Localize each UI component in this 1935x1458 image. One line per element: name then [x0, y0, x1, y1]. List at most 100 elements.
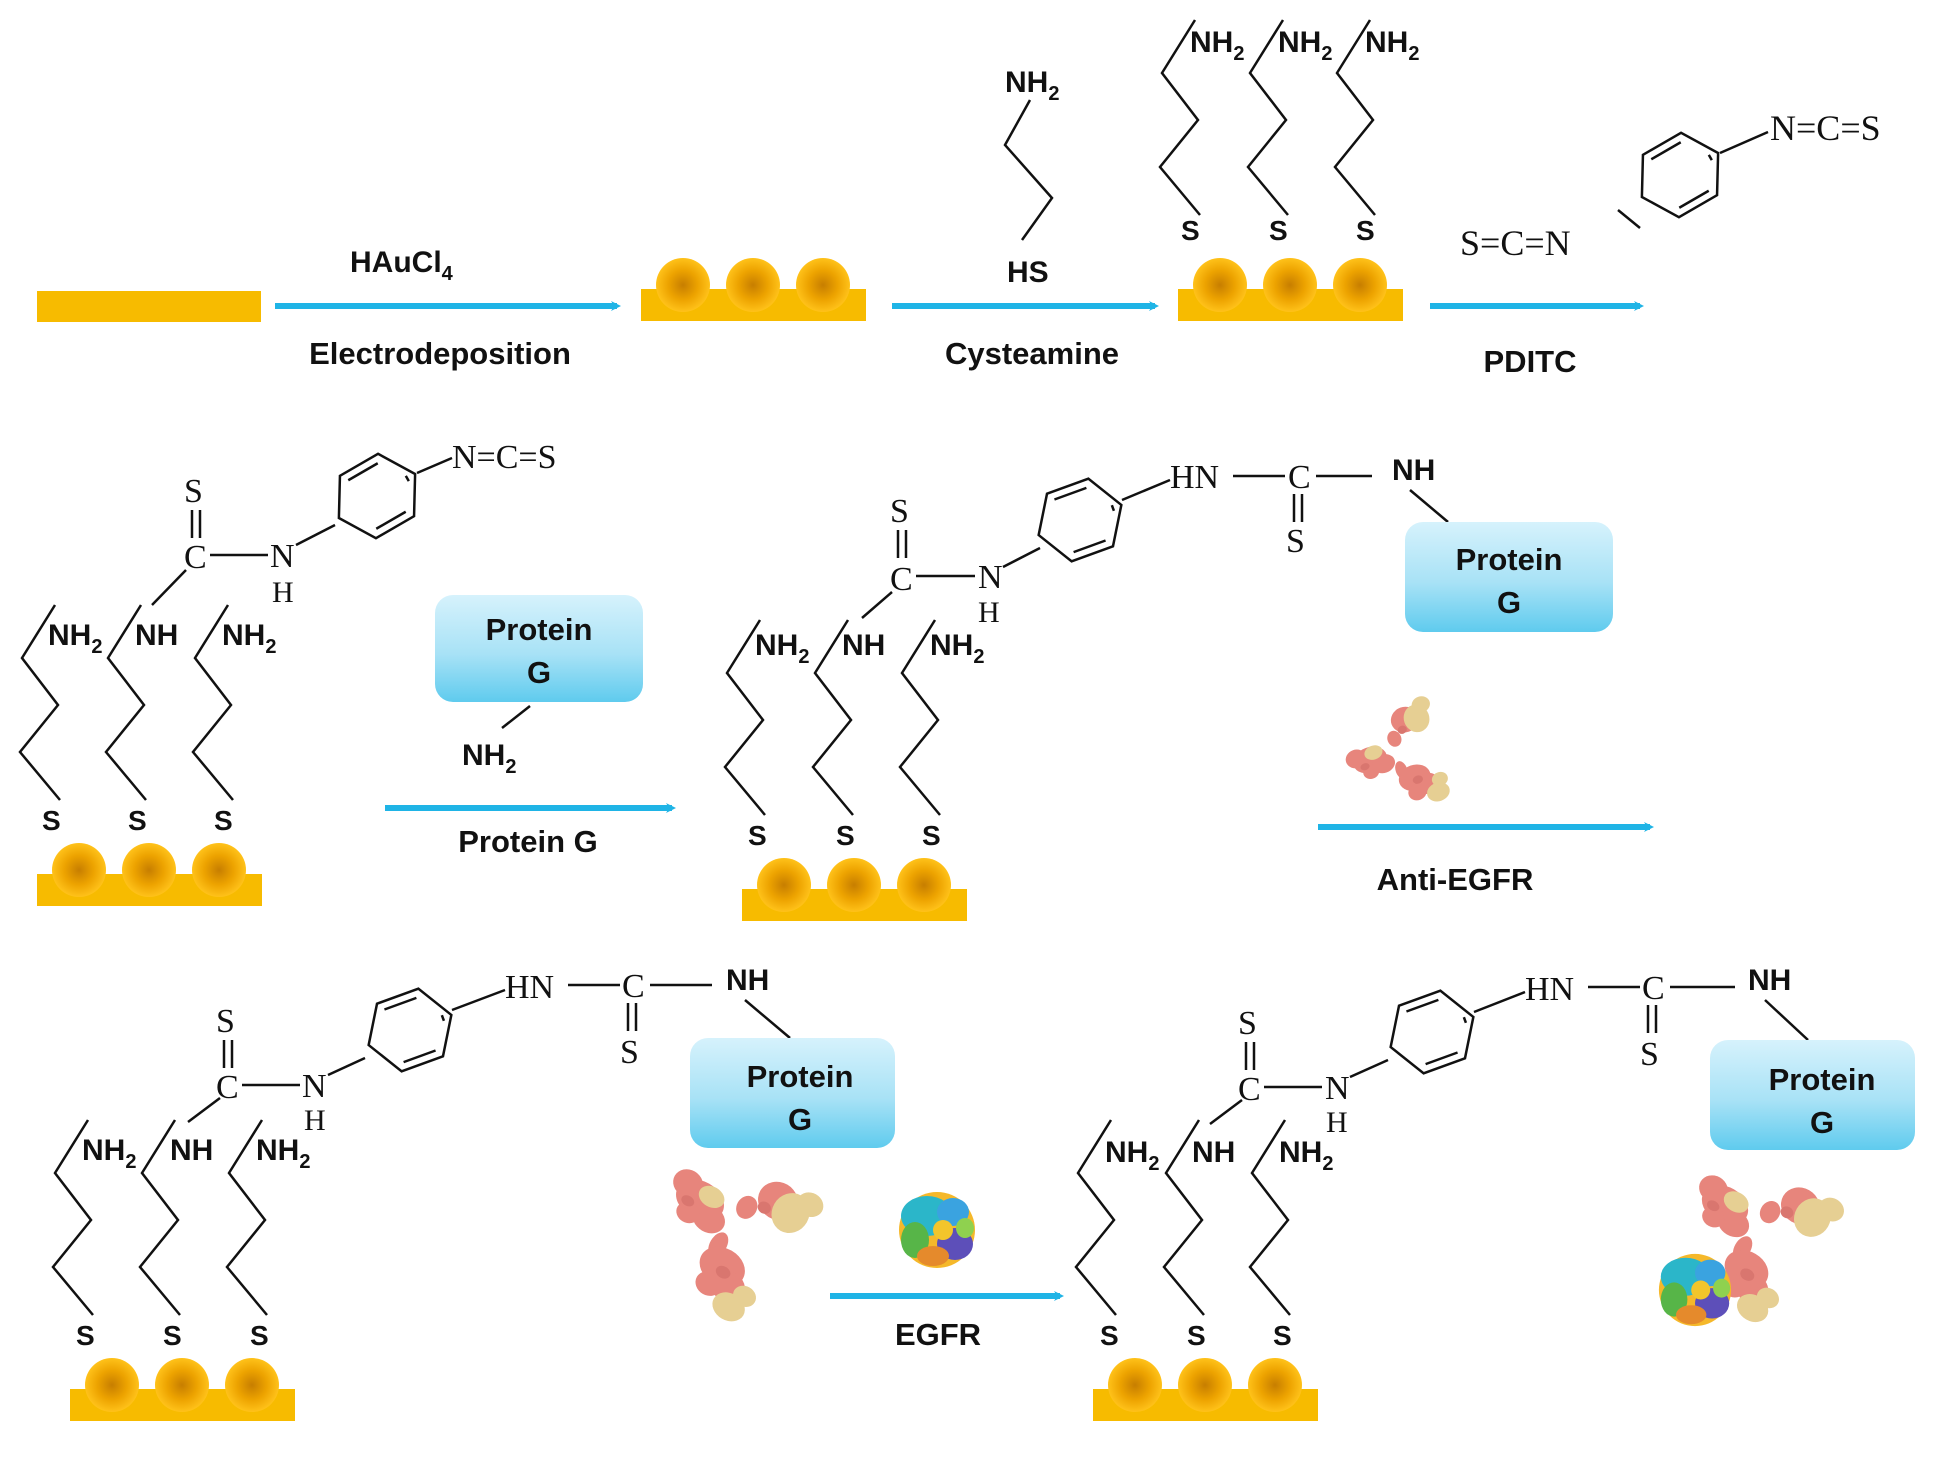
- atom-nh: NH: [1748, 964, 1791, 997]
- label-electrodeposition: Electrodeposition: [309, 336, 571, 371]
- atom-n: N: [1325, 1070, 1350, 1107]
- atom-c: C: [1288, 459, 1311, 496]
- label-anti-egfr: Anti-EGFR: [1377, 862, 1534, 897]
- atom-s: S: [1273, 1320, 1292, 1351]
- atom-nh2: NH2: [1190, 26, 1244, 65]
- atom-nh2: NH2: [930, 629, 984, 668]
- atom-nh: NH: [726, 964, 769, 997]
- protein-g-box-line1: Protein: [1456, 542, 1563, 577]
- label-cysteamine: Cysteamine: [945, 336, 1119, 371]
- antibody-electrode: S S S NH2 NH NH2 C S N H HN C S NH: [51, 964, 895, 1421]
- atom-nh2: NH2: [1279, 1136, 1333, 1175]
- protein-g-box-line2: G: [1497, 585, 1521, 620]
- bound-antibody: [624, 1128, 828, 1336]
- cysteamine-electrode: S S S NH2 NH2 NH2: [1158, 18, 1419, 321]
- atom-s: S: [1286, 523, 1305, 560]
- protein-g-electrode: S S S NH2 NH NH2 C S N H HN C S NH: [723, 454, 1613, 921]
- atom-s: S: [76, 1320, 95, 1351]
- atom-nh2: NH2: [1365, 26, 1419, 65]
- pditc-isothiocyanate-left: S=C=N: [1460, 223, 1571, 263]
- atom-s: S: [922, 820, 941, 851]
- pditc-molecule: S=C=N N=C=S: [1460, 108, 1881, 263]
- atom-s: S: [1181, 215, 1200, 246]
- atom-c: C: [1642, 970, 1665, 1007]
- atom-s: S: [836, 820, 855, 851]
- cysteamine-thiol: HS: [1007, 256, 1049, 289]
- atom-s: S: [1238, 1005, 1257, 1042]
- atom-nh: NH: [842, 629, 885, 662]
- protein-g-box: [1710, 1040, 1915, 1150]
- protein-g-box-line1: Protein: [747, 1059, 854, 1094]
- pditc-isothiocyanate-right: N=C=S: [1770, 108, 1881, 148]
- atom-c: C: [890, 561, 913, 598]
- protein-g-box-line2: G: [788, 1102, 812, 1137]
- atom-s: S: [214, 805, 233, 836]
- label-egfr: EGFR: [895, 1317, 981, 1352]
- atom-s: S: [42, 805, 61, 836]
- protein-g-box: [435, 595, 643, 702]
- atom-hn: HN: [505, 969, 554, 1006]
- atom-s: S: [163, 1320, 182, 1351]
- atom-s: S: [748, 820, 767, 851]
- atom-n: N: [978, 559, 1003, 596]
- atom-h: H: [1326, 1106, 1348, 1139]
- atom-nh2: NH2: [256, 1134, 310, 1173]
- atom-nh2: NH2: [755, 629, 809, 668]
- protein-g-reagent: Protein G NH2: [435, 595, 643, 778]
- protein-g-box: [690, 1038, 895, 1148]
- atom-hn: HN: [1170, 459, 1219, 496]
- atom-s: S: [1100, 1320, 1119, 1351]
- atom-nh2: NH2: [82, 1134, 136, 1173]
- row-3: S S S NH2 NH NH2 C S N H HN C S NH: [51, 964, 1915, 1421]
- pditc-electrode: S S S NH2 NH NH2 C S N H N=C=S: [18, 439, 557, 906]
- atom-s: S: [1269, 215, 1288, 246]
- atom-hn: HN: [1525, 971, 1574, 1008]
- atom-ncs: N=C=S: [452, 439, 557, 476]
- bare-gold-electrode: [37, 291, 261, 322]
- atom-nh2: NH2: [222, 619, 276, 658]
- atom-s: S: [1187, 1320, 1206, 1351]
- atom-h: H: [304, 1104, 326, 1137]
- atom-h: H: [272, 576, 294, 609]
- atom-nh: NH: [170, 1134, 213, 1167]
- immunosensor-electrode: S S S NH2 NH NH2 C S N H HN C S NH: [1074, 964, 1915, 1421]
- egfr-antigen: [899, 1192, 975, 1268]
- atom-nh: NH: [1192, 1136, 1235, 1169]
- label-pditc: PDITC: [1484, 344, 1577, 379]
- atom-s: S: [216, 1003, 235, 1040]
- anti-egfr-antibody: [1333, 693, 1463, 827]
- atom-nh2: NH2: [48, 619, 102, 658]
- row-2: S S S NH2 NH NH2 C S N H N=C=S Protein G: [18, 439, 1654, 921]
- atom-c: C: [216, 1069, 239, 1106]
- atom-nh2: NH2: [1278, 26, 1332, 65]
- protein-g-amine: NH2: [462, 739, 516, 778]
- atom-s: S: [1640, 1036, 1659, 1073]
- protein-g-box-line1: Protein: [486, 612, 593, 647]
- atom-n: N: [302, 1068, 327, 1105]
- atom-s: S: [890, 493, 909, 530]
- atom-s: S: [1356, 215, 1375, 246]
- label-protein-g: Protein G: [458, 824, 598, 859]
- aunp-electrode: [641, 258, 866, 321]
- protein-g-box-line1: Protein: [1769, 1062, 1876, 1097]
- atom-nh: NH: [1392, 454, 1435, 487]
- atom-nh2: NH2: [1105, 1136, 1159, 1175]
- atom-c: C: [184, 539, 207, 576]
- atom-c: C: [1238, 1071, 1261, 1108]
- atom-s: S: [184, 473, 203, 510]
- atom-nh: NH: [135, 619, 178, 652]
- row-1: HAuCl4 Electrodeposition NH2 HS Cysteami…: [37, 18, 1881, 379]
- atom-n: N: [270, 538, 295, 575]
- cysteamine-amine: NH2: [1005, 66, 1059, 105]
- atom-s: S: [620, 1034, 639, 1071]
- atom-h: H: [978, 596, 1000, 629]
- atom-s: S: [128, 805, 147, 836]
- protein-g-box: [1405, 522, 1613, 632]
- reagent-haucl4: HAuCl4: [350, 246, 454, 285]
- protein-g-box-line2: G: [527, 655, 551, 690]
- atom-c: C: [622, 968, 645, 1005]
- cysteamine-molecule: NH2 HS: [1003, 66, 1059, 289]
- atom-s: S: [250, 1320, 269, 1351]
- bound-egfr: [1658, 1253, 1732, 1327]
